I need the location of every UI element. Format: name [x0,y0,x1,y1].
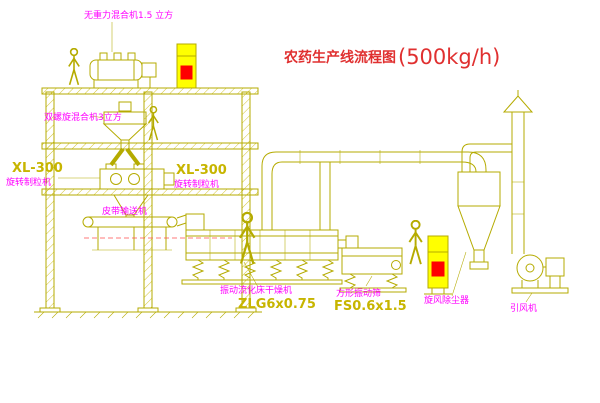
label-belt-conveyor: 皮带输送机 [102,205,147,217]
granulator [99,163,175,217]
screw-cone-mixer [102,101,148,167]
label-cone-mixer: 双螺旋混合机3立方 [44,111,122,123]
label-granulator-mid-model: XL-300 [176,163,227,178]
tower-frame [34,87,262,319]
person-figure [68,48,80,86]
label-dryer-model: ZLG6x0.75 [238,297,316,312]
label-dryer-name: 振动流化床干燥机 [220,284,292,296]
exhaust-stack [502,90,534,254]
label-cyclone-name: 旋风除尘器 [424,294,469,306]
diagram-title-capacity: (500kg/h) [398,45,500,69]
label-granulator-mid-name: 旋转制粒机 [174,178,219,190]
cyclone-dust-collector [457,143,512,270]
induced-draft-fan [511,254,569,294]
control-cabinet-2 [424,235,452,295]
label-screen-model: FS0.6x1.5 [334,299,407,314]
person-figure [408,220,423,266]
belt-conveyor [82,214,232,251]
label-screen-name: 方形振动筛 [336,287,381,299]
gravity-mixer [89,22,157,88]
fluid-bed-dryer [181,150,487,285]
label-fan-name: 引风机 [510,302,537,314]
control-cabinet-1 [176,43,197,89]
label-gravity-mixer: 无重力混合机1.5 立方 [84,9,173,21]
vibrating-screen [339,235,407,293]
diagram-title: 农药生产线流程图 [283,49,396,66]
label-granulator-left-name: 旋转制粒机 [6,176,51,188]
leader-lines [58,115,533,303]
label-granulator-left-model: XL-300 [12,161,63,176]
